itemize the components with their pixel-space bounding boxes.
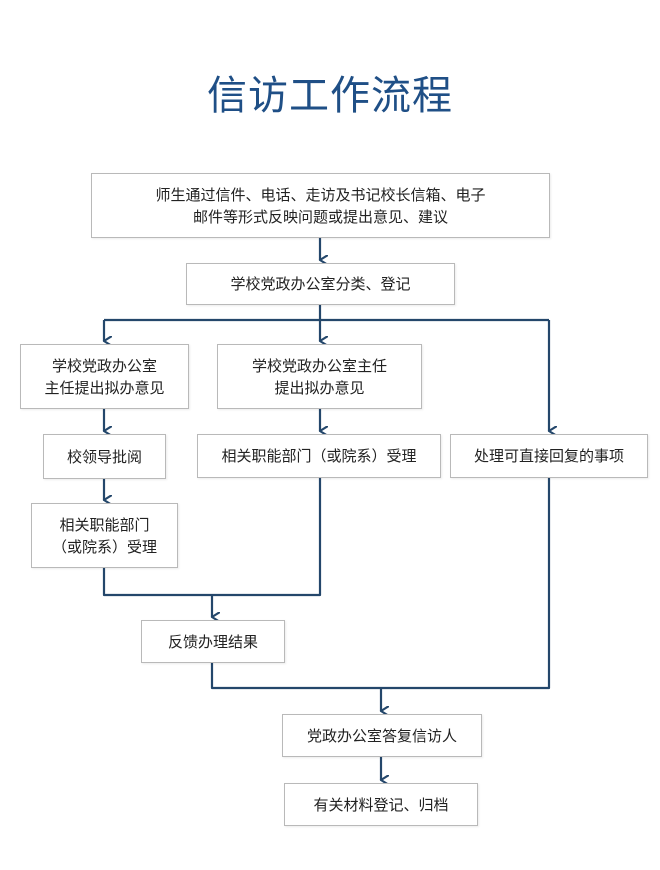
intake-box: 师生通过信件、电话、走访及书记校长信箱、电子 邮件等形式反映问题或提出意见、建议: [91, 173, 550, 238]
reply-visitor-box: 党政办公室答复信访人: [282, 714, 482, 757]
left-opinion-line-2: 主任提出拟办意见: [44, 378, 165, 397]
page-title: 信访工作流程: [207, 73, 453, 119]
register-text: 学校党政办公室分类、登记: [230, 275, 411, 293]
mid-dept-box: 相关职能部门（或院系）受理: [197, 434, 441, 478]
left-dept-line-2: （或院系）受理: [51, 537, 157, 556]
left-dept-line-1: 相关职能部门: [59, 515, 150, 534]
mid-opinion-box: 学校党政办公室主任 提出拟办意见: [217, 344, 422, 409]
left-opinion-line-1: 学校党政办公室: [51, 356, 157, 375]
archive-box: 有关材料登记、归档: [284, 783, 478, 826]
reply-visitor-text: 党政办公室答复信访人: [306, 726, 457, 745]
archive-text: 有关材料登记、归档: [313, 795, 449, 814]
feedback-text: 反馈办理结果: [167, 632, 258, 651]
intake-line-2: 邮件等形式反映问题或提出意见、建议: [192, 207, 448, 226]
leader-review-text: 校领导批阅: [66, 447, 142, 466]
mid-dept-text: 相关职能部门（或院系）受理: [221, 447, 417, 465]
left-dept-box: 相关职能部门 （或院系）受理: [31, 503, 178, 568]
direct-reply-text: 处理可直接回复的事项: [473, 447, 624, 465]
left-opinion-box: 学校党政办公室 主任提出拟办意见: [20, 344, 189, 409]
mid-opinion-line-2: 提出拟办意见: [274, 378, 365, 397]
direct-reply-box: 处理可直接回复的事项: [450, 434, 648, 478]
feedback-box: 反馈办理结果: [141, 620, 285, 663]
intake-line-1: 师生通过信件、电话、走访及书记校长信箱、电子: [155, 185, 486, 204]
mid-opinion-line-1: 学校党政办公室主任: [251, 356, 387, 375]
register-box: 学校党政办公室分类、登记: [186, 263, 455, 305]
leader-review-box: 校领导批阅: [43, 434, 166, 479]
